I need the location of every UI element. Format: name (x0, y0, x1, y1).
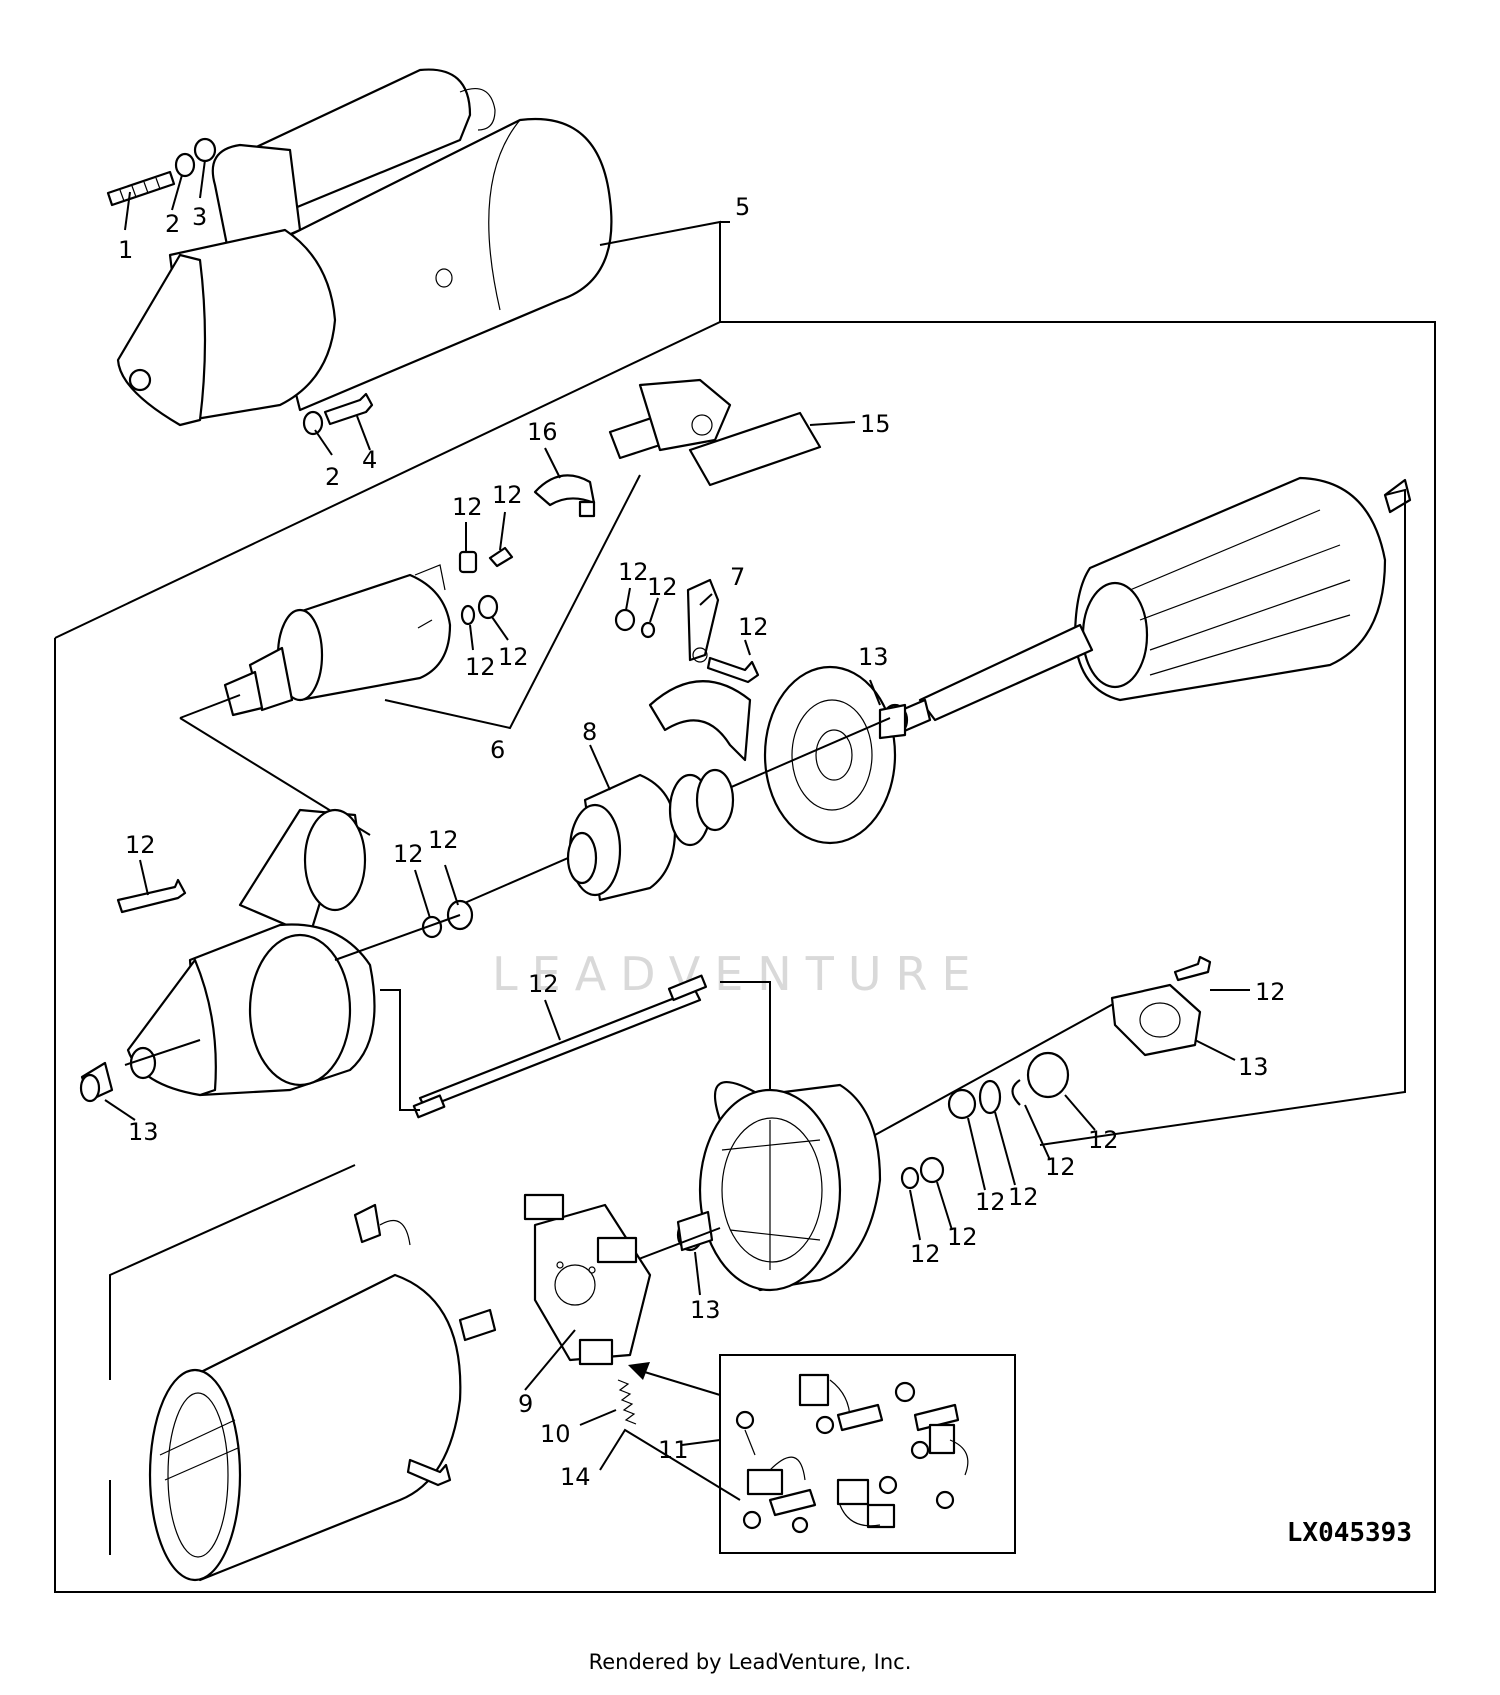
clamp-16 (533, 474, 596, 518)
through-bolt-12 (412, 974, 708, 1119)
cap-screw-4 (323, 392, 374, 426)
washer-12k (421, 915, 443, 939)
seal-12r (1026, 1051, 1070, 1099)
callout-13c: 13 (690, 1296, 721, 1324)
callout-2b: 2 (325, 463, 340, 491)
callout-12f: 12 (498, 643, 529, 671)
callout-9: 9 (518, 1390, 533, 1418)
callout-16: 16 (527, 418, 558, 446)
terminal-12a (458, 550, 478, 574)
watermark-text: LEADVENTURE (492, 947, 985, 1001)
callout-12q: 12 (1045, 1153, 1076, 1181)
lock-washer-2b (302, 410, 324, 436)
bushing-seat-13b (129, 1046, 157, 1080)
callout-4: 4 (362, 446, 377, 474)
callout-12o: 12 (975, 1188, 1006, 1216)
callout-12n: 12 (947, 1223, 978, 1251)
washer-12o (947, 1088, 977, 1120)
callout-12p: 12 (1008, 1183, 1039, 1211)
washer-12m (900, 1166, 920, 1190)
bushing-13c (676, 1210, 714, 1252)
callout-12-bolt: 12 (528, 970, 559, 998)
callout-13a: 13 (858, 643, 889, 671)
callout-12k: 12 (393, 840, 424, 868)
brush-spring-10 (617, 1379, 637, 1425)
callout-13d: 13 (1238, 1053, 1269, 1081)
inset-box-11 (719, 1354, 1016, 1554)
render-credit: Rendered by LeadVenture, Inc. (588, 1650, 912, 1674)
starter-assembly (116, 68, 613, 427)
end-cap-13 (1110, 983, 1202, 1057)
drive-pinion-8 (566, 768, 735, 902)
nut-12n (919, 1156, 945, 1184)
solenoid-6 (223, 564, 452, 717)
callout-12j: 12 (125, 831, 156, 859)
nut-12f (477, 594, 499, 620)
callout-3: 3 (192, 203, 207, 231)
lock-washer-2 (174, 152, 196, 178)
callout-12m: 12 (910, 1240, 941, 1268)
bushing-13b (79, 1061, 114, 1103)
callout-15: 15 (860, 410, 891, 438)
callout-1: 1 (118, 236, 133, 264)
nut-3 (193, 137, 217, 163)
callout-12-screw: 12 (1255, 978, 1286, 1006)
callout-12e: 12 (465, 653, 496, 681)
callout-7: 7 (730, 563, 745, 591)
callout-10: 10 (540, 1420, 571, 1448)
callout-8: 8 (582, 718, 597, 746)
callout-12l: 12 (428, 826, 459, 854)
brush-holder-9 (523, 1193, 652, 1366)
callout-5: 5 (735, 193, 750, 221)
inset-arrow (628, 1362, 650, 1380)
callout-6: 6 (490, 736, 505, 764)
clip-12q (1011, 1079, 1021, 1106)
screw-field (406, 1458, 452, 1487)
field-frame (148, 1203, 497, 1582)
brush-kit-11 (735, 1373, 969, 1534)
armature (888, 476, 1412, 737)
callout-12b: 12 (492, 481, 523, 509)
callout-11: 11 (658, 1436, 689, 1464)
callout-12g: 12 (618, 558, 649, 586)
washer-12e (460, 604, 476, 626)
figure-id: LX045393 (1286, 1518, 1412, 1548)
callout-14: 14 (560, 1463, 591, 1491)
stud-1 (106, 170, 176, 207)
explode-frame (54, 321, 1436, 1593)
cover-15 (608, 378, 822, 487)
nut-12g (614, 608, 636, 632)
callout-12h: 12 (647, 573, 678, 601)
shift-lever-7 (648, 578, 752, 762)
screw-12s (1173, 955, 1212, 982)
screw-12b (488, 546, 514, 568)
callout-12r: 12 (1088, 1126, 1119, 1154)
commutator-end-frame (698, 1081, 882, 1292)
bolt-12j (116, 878, 187, 914)
callout-13b: 13 (128, 1118, 159, 1146)
drive-end-plate (763, 665, 897, 845)
callout-2a: 2 (165, 210, 180, 238)
bolt-12i (706, 656, 760, 684)
washer-12h (640, 621, 656, 639)
callout-12i: 12 (738, 613, 769, 641)
callout-12a: 12 (452, 493, 483, 521)
washer-12p (978, 1079, 1002, 1115)
